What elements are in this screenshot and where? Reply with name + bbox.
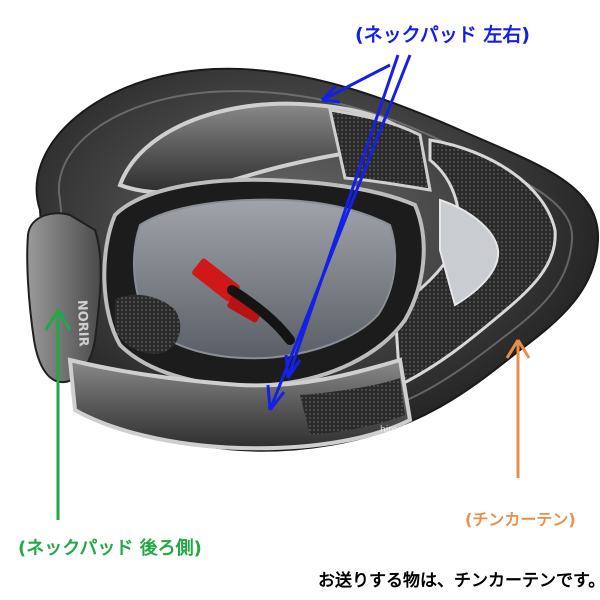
label-chin-curtain: (チンカーテン): [465, 510, 576, 529]
label-neck-pad-back: (ネックパッド 後ろ側): [18, 538, 202, 559]
blue-arrow-long-2: [268, 54, 412, 411]
blue-arrow-group: [266, 54, 412, 411]
watermark-text: hirochi: [380, 425, 411, 435]
orange-arrow-group: [505, 339, 531, 478]
green-arrow-head: [44, 309, 72, 331]
blue-arrow-upper-head: [320, 84, 341, 104]
shipping-note: お送りする物は、チンカーテンです。: [318, 571, 600, 591]
label-neck-pad-sides: (ネックパッド 左右): [355, 24, 531, 46]
neck-pad-back: [26, 212, 102, 384]
orange-arrow-head: [505, 339, 531, 359]
blue-arrow-upper: [321, 63, 391, 102]
helmet-brand-text: NORIR: [74, 300, 91, 347]
mesh-inner-left: [115, 294, 181, 354]
mesh-upper: [328, 108, 432, 192]
mesh-lower: [300, 378, 405, 435]
chin-curtain-panel: [439, 198, 500, 307]
chin-strap: [227, 285, 295, 345]
green-arrow-group: [44, 309, 72, 520]
red-strap-buckle-2: [227, 293, 263, 323]
blue-arrow-long-1: [286, 54, 400, 379]
blue-arrow-long-2-head: [266, 384, 286, 411]
